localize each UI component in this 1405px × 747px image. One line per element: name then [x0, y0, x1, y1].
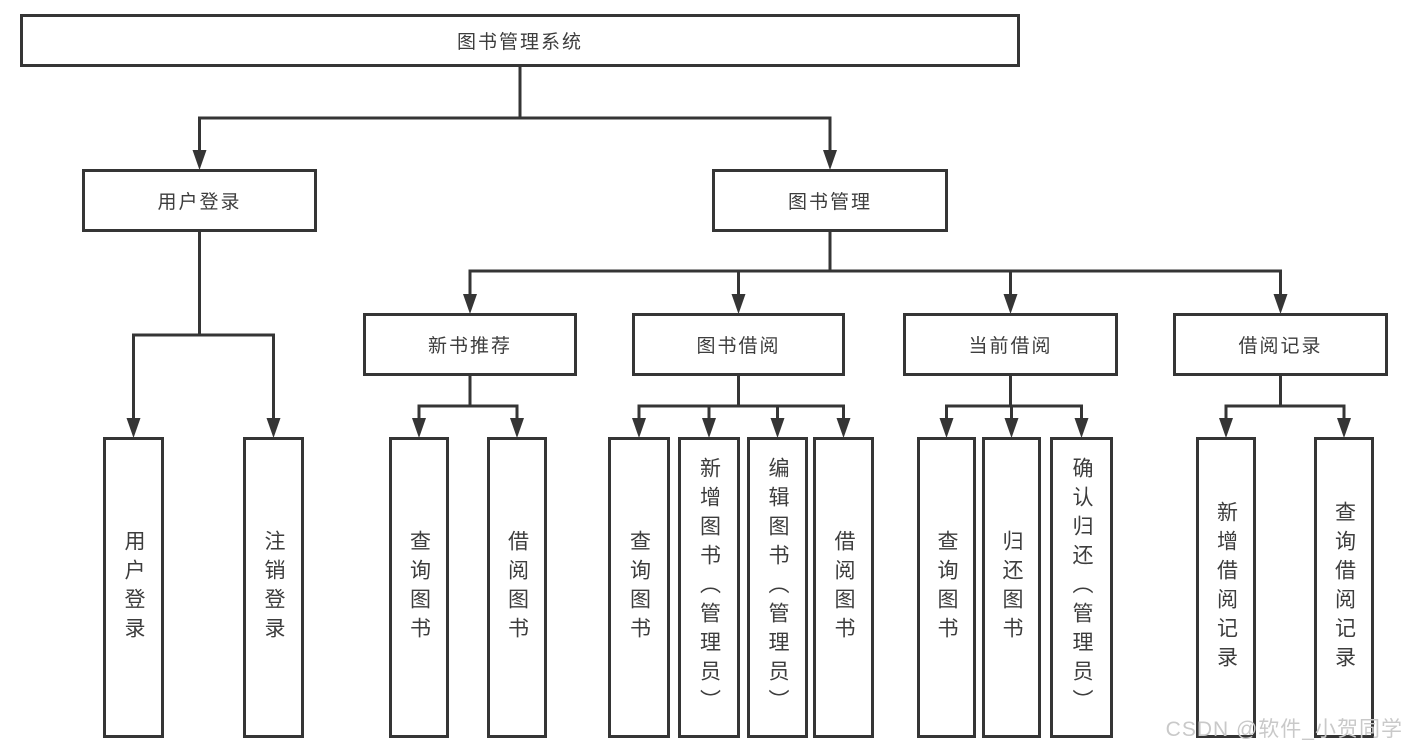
- leaf-user-login-label: 用户登录: [122, 529, 145, 646]
- leaf-edit-books-admin-label: 编辑图书（管理员）: [766, 457, 789, 718]
- leaf-logout: 注销登录: [243, 437, 304, 738]
- leaf-return-books-label: 归还图书: [1000, 529, 1023, 646]
- leaf-confirm-return-admin: 确认归还（管理员）: [1050, 437, 1113, 738]
- leaf-add-borrow-record: 新增借阅记录: [1196, 437, 1256, 738]
- leaf-add-books-admin: 新增图书（管理员）: [678, 437, 740, 738]
- node-current-borrow-label: 当前借阅: [968, 336, 1053, 357]
- leaf-add-borrow-record-label: 新增借阅记录: [1214, 500, 1238, 675]
- leaf-query-borrow-record: 查询借阅记录: [1314, 437, 1374, 738]
- leaf-query-books-newbook: 查询图书: [389, 437, 449, 738]
- node-book-management: 图书管理: [712, 169, 948, 232]
- node-new-book-recommend-label: 新书推荐: [427, 336, 512, 357]
- node-borrow-records: 借阅记录: [1173, 313, 1388, 376]
- leaf-borrow-books-newbook-label: 借阅图书: [505, 529, 529, 646]
- node-library-system-label: 图书管理系统: [456, 32, 583, 53]
- leaf-query-books-current-label: 查询图书: [935, 529, 958, 646]
- leaf-return-books: 归还图书: [982, 437, 1041, 738]
- node-current-borrow: 当前借阅: [903, 313, 1118, 376]
- leaf-confirm-return-admin-label: 确认归还（管理员）: [1070, 457, 1093, 718]
- leaf-query-books-newbook-label: 查询图书: [407, 529, 431, 646]
- leaf-borrow-books-borrow: 借阅图书: [813, 437, 874, 738]
- leaf-edit-books-admin: 编辑图书（管理员）: [747, 437, 808, 738]
- leaf-logout-label: 注销登录: [262, 529, 285, 646]
- leaf-borrow-books-borrow-label: 借阅图书: [832, 529, 855, 646]
- node-library-system: 图书管理系统: [20, 14, 1020, 67]
- leaf-query-books-borrow-label: 查询图书: [627, 529, 651, 646]
- csdn-watermark: CSDN @软件_小贺同学: [1165, 718, 1403, 741]
- node-book-borrow: 图书借阅: [632, 313, 845, 376]
- leaf-add-books-admin-label: 新增图书（管理员）: [697, 457, 721, 718]
- node-user-login: 用户登录: [82, 169, 317, 232]
- node-user-login-label: 用户登录: [157, 192, 242, 213]
- node-book-borrow-label: 图书借阅: [696, 336, 781, 357]
- leaf-query-books-current: 查询图书: [917, 437, 976, 738]
- node-new-book-recommend: 新书推荐: [363, 313, 577, 376]
- leaf-borrow-books-newbook: 借阅图书: [487, 437, 547, 738]
- node-book-management-label: 图书管理: [787, 192, 872, 213]
- node-borrow-records-label: 借阅记录: [1238, 336, 1323, 357]
- leaf-user-login: 用户登录: [103, 437, 164, 738]
- leaf-query-books-borrow: 查询图书: [608, 437, 670, 738]
- leaf-query-borrow-record-label: 查询借阅记录: [1332, 500, 1356, 675]
